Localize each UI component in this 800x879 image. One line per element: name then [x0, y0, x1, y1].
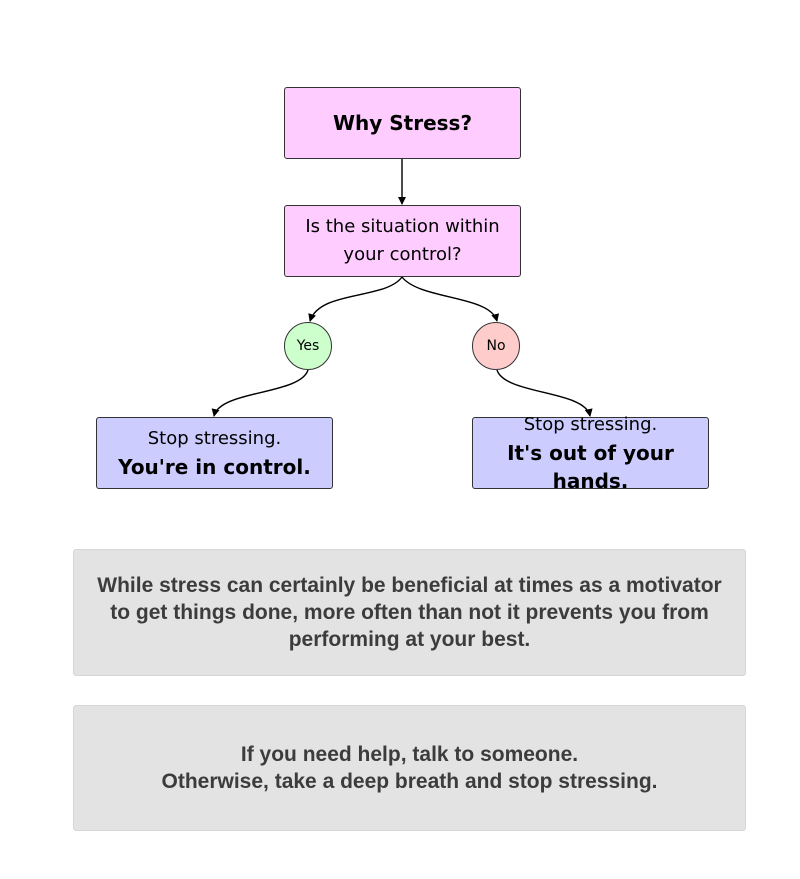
- no-node: No: [472, 322, 520, 370]
- note1-line1: While stress can certainly be beneficial…: [97, 574, 722, 597]
- question-label-line2: your control?: [343, 244, 462, 265]
- yes-node: Yes: [284, 322, 332, 370]
- note1-line2: to get things done, more often than not …: [110, 601, 709, 624]
- question-label-line1: Is the situation within: [305, 216, 500, 237]
- edge-no-to-result: [496, 369, 593, 417]
- note-motivation: While stress can certainly be beneficial…: [73, 549, 746, 676]
- note2-line1: If you need help, talk to someone.: [240, 743, 579, 766]
- note2-line2: Otherwise, take a deep breath and stop s…: [161, 770, 658, 793]
- no-label: No: [486, 338, 506, 354]
- edge-question-to-no: [401, 276, 500, 322]
- yes-label: Yes: [296, 338, 320, 354]
- no-result-line2: It's out of your hands.: [507, 441, 674, 493]
- edge-question-to-yes: [308, 276, 403, 322]
- edge-yes-to-result: [211, 369, 309, 417]
- yes-result-node: Stop stressing. You're in control.: [96, 417, 333, 489]
- root-label: Why Stress?: [332, 111, 473, 135]
- no-result-node: Stop stressing. It's out of your hands.: [472, 414, 709, 493]
- yes-result-line1: Stop stressing.: [147, 428, 282, 449]
- yes-result-line2: You're in control.: [118, 455, 311, 479]
- no-result-line1: Stop stressing.: [523, 414, 658, 435]
- root-node: Why Stress?: [284, 87, 521, 159]
- note1-line3: performing at your best.: [288, 628, 531, 651]
- note-advice: If you need help, talk to someone. Other…: [73, 705, 746, 831]
- question-node: Is the situation within your control?: [284, 205, 521, 277]
